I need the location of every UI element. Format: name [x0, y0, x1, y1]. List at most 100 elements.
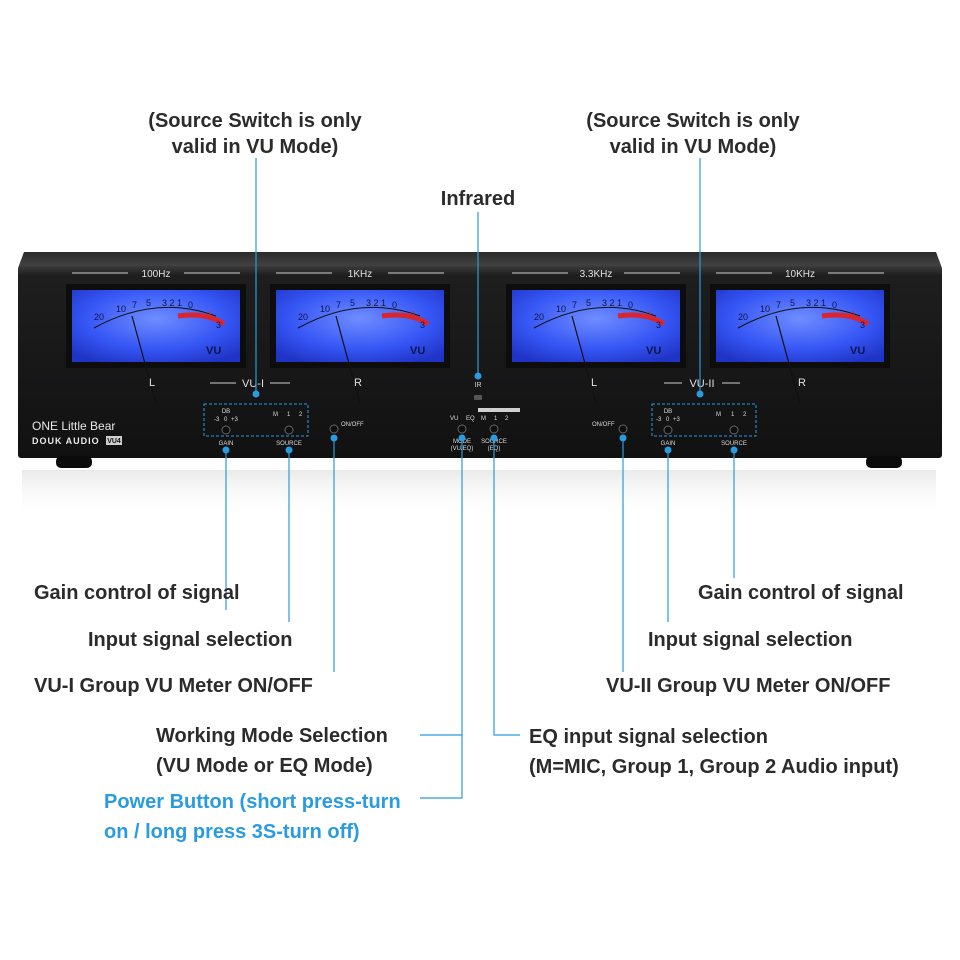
source-switch-note-left: (Source Switch is only valid in VU Mode) [130, 108, 380, 160]
mode-mark-eq: EQ [466, 416, 475, 422]
svg-text:7: 7 [336, 300, 341, 310]
svg-text:20: 20 [534, 312, 544, 322]
meter-face [72, 290, 240, 362]
meter-1: 100Hz 20 10 7 5 3 2 1 0 2 3 VU L [66, 269, 246, 405]
svg-text:2: 2 [646, 310, 651, 320]
source-mark-2-2: 2 [743, 412, 747, 418]
gain-db-label-2: DB [664, 409, 672, 415]
source-switch-note-left-line1: (Source Switch is only [148, 110, 362, 132]
meter-channel-label: L [591, 377, 597, 389]
svg-text:5: 5 [146, 298, 151, 308]
working-mode-label: Working Mode Selection (VU Mode or EQ Mo… [156, 723, 388, 779]
source-mark-m: M [273, 412, 278, 418]
source-mark-m-2: M [716, 412, 721, 418]
input-selection-left: Input signal selection [88, 629, 293, 651]
svg-text:20: 20 [738, 312, 748, 322]
power-button-line1: Power Button (short press-turn [104, 791, 401, 813]
gain-db-label: DB [222, 409, 230, 415]
source-switch-note-right: (Source Switch is only valid in VU Mode) [568, 108, 818, 160]
svg-text:3: 3 [420, 320, 425, 330]
svg-text:3 2 1: 3 2 1 [162, 298, 182, 308]
mode-mark-vu: VU [450, 416, 458, 422]
gain-control-left: Gain control of signal [34, 582, 240, 604]
source-knob-vu2[interactable] [729, 425, 739, 435]
source-knob-vu1[interactable] [284, 425, 294, 435]
eq-input-line1: EQ input signal selection [529, 726, 768, 748]
vu1-onoff-label: VU-I Group VU Meter ON/OFF [34, 675, 313, 697]
meter-needle [335, 315, 361, 405]
svg-text:3: 3 [860, 320, 865, 330]
meter-band-label: 100Hz [142, 269, 171, 280]
svg-text:0: 0 [392, 300, 397, 310]
gain-mark-plus-2: +3 [673, 417, 681, 423]
meter-2: 1KHz 20 10 7 5 3 2 1 0 2 3 VU R [270, 269, 450, 405]
svg-text:3 2 1: 3 2 1 [366, 298, 386, 308]
onoff-button-vu1[interactable] [329, 424, 339, 434]
model-badge: VU4 [107, 438, 121, 445]
gain-knob-vu1[interactable] [221, 425, 231, 435]
svg-text:20: 20 [94, 312, 104, 322]
meter-needle [775, 315, 801, 405]
gain-control-right: Gain control of signal [698, 582, 904, 604]
svg-text:2: 2 [206, 310, 211, 320]
svg-text:3 2 1: 3 2 1 [602, 298, 622, 308]
svg-text:0: 0 [628, 300, 633, 310]
gain-knob-vu2[interactable] [663, 425, 673, 435]
meter-4: 10KHz 20 10 7 5 3 2 1 0 2 3 VU R [710, 269, 890, 405]
meter-unit: VU [850, 345, 865, 357]
meter-band-label: 1KHz [348, 269, 372, 280]
infrared-label: Infrared [440, 188, 516, 210]
source-mark-2: 2 [299, 412, 303, 418]
vu2-onoff-label: VU-II Group VU Meter ON/OFF [606, 675, 891, 697]
eq-source-button[interactable] [489, 424, 499, 434]
svg-text:2: 2 [410, 310, 415, 320]
svg-text:3 2 1: 3 2 1 [806, 298, 826, 308]
svg-text:0: 0 [188, 300, 193, 310]
source-label-2: SOURCE [721, 441, 747, 447]
svg-text:3: 3 [216, 320, 221, 330]
svg-text:20: 20 [298, 312, 308, 322]
meter-channel-label: R [798, 377, 806, 389]
group-label-vu1: VU-I [242, 378, 264, 390]
meter-face [276, 290, 444, 362]
eq-input-line2: (M=MIC, Group 1, Group 2 Audio input) [529, 756, 899, 778]
svg-text:5: 5 [350, 298, 355, 308]
model-name: DOUK AUDIO [32, 436, 100, 446]
meter-channel-label: R [354, 377, 362, 389]
left-control-panel [203, 403, 309, 437]
svg-text:10: 10 [320, 304, 330, 314]
meter-face [716, 290, 884, 362]
onoff-button-vu2[interactable] [618, 424, 628, 434]
svg-text:5: 5 [790, 298, 795, 308]
source-switch-note-right-line2: valid in VU Mode) [609, 136, 777, 158]
foot-left [56, 456, 92, 468]
meter-unit: VU [646, 345, 661, 357]
svg-text:0: 0 [832, 300, 837, 310]
gain-mark-zero-2: 0 [666, 417, 670, 423]
svg-text:10: 10 [760, 304, 770, 314]
svg-text:10: 10 [556, 304, 566, 314]
meter-band-label: 10KHz [785, 269, 815, 280]
svg-text:3: 3 [656, 320, 661, 330]
meter-needle [571, 315, 597, 405]
eq-input-label: EQ input signal selection (M=MIC, Group … [529, 724, 899, 780]
onoff-label-vu1: ON/OFF [341, 422, 364, 428]
svg-text:5: 5 [586, 298, 591, 308]
meter-band-label: 3.3KHz [580, 269, 613, 280]
eq-mark-1: 1 [494, 416, 498, 422]
chassis-top [18, 252, 942, 268]
working-mode-line1: Working Mode Selection [156, 725, 388, 747]
svg-text:10: 10 [116, 304, 126, 314]
eq-mark-2: 2 [505, 416, 509, 422]
leader-dots [222, 372, 738, 454]
source-switch-note-left-line2: valid in VU Mode) [171, 136, 339, 158]
mode-button[interactable] [457, 424, 467, 434]
foot-right [866, 456, 902, 468]
power-button-line2: on / long press 3S-turn off) [104, 821, 360, 843]
meter-unit: VU [206, 345, 221, 357]
onoff-label-vu2: ON/OFF [592, 422, 615, 428]
working-mode-line2: (VU Mode or EQ Mode) [156, 755, 373, 777]
meter-needle [131, 315, 157, 405]
ir-sensor [474, 395, 482, 400]
